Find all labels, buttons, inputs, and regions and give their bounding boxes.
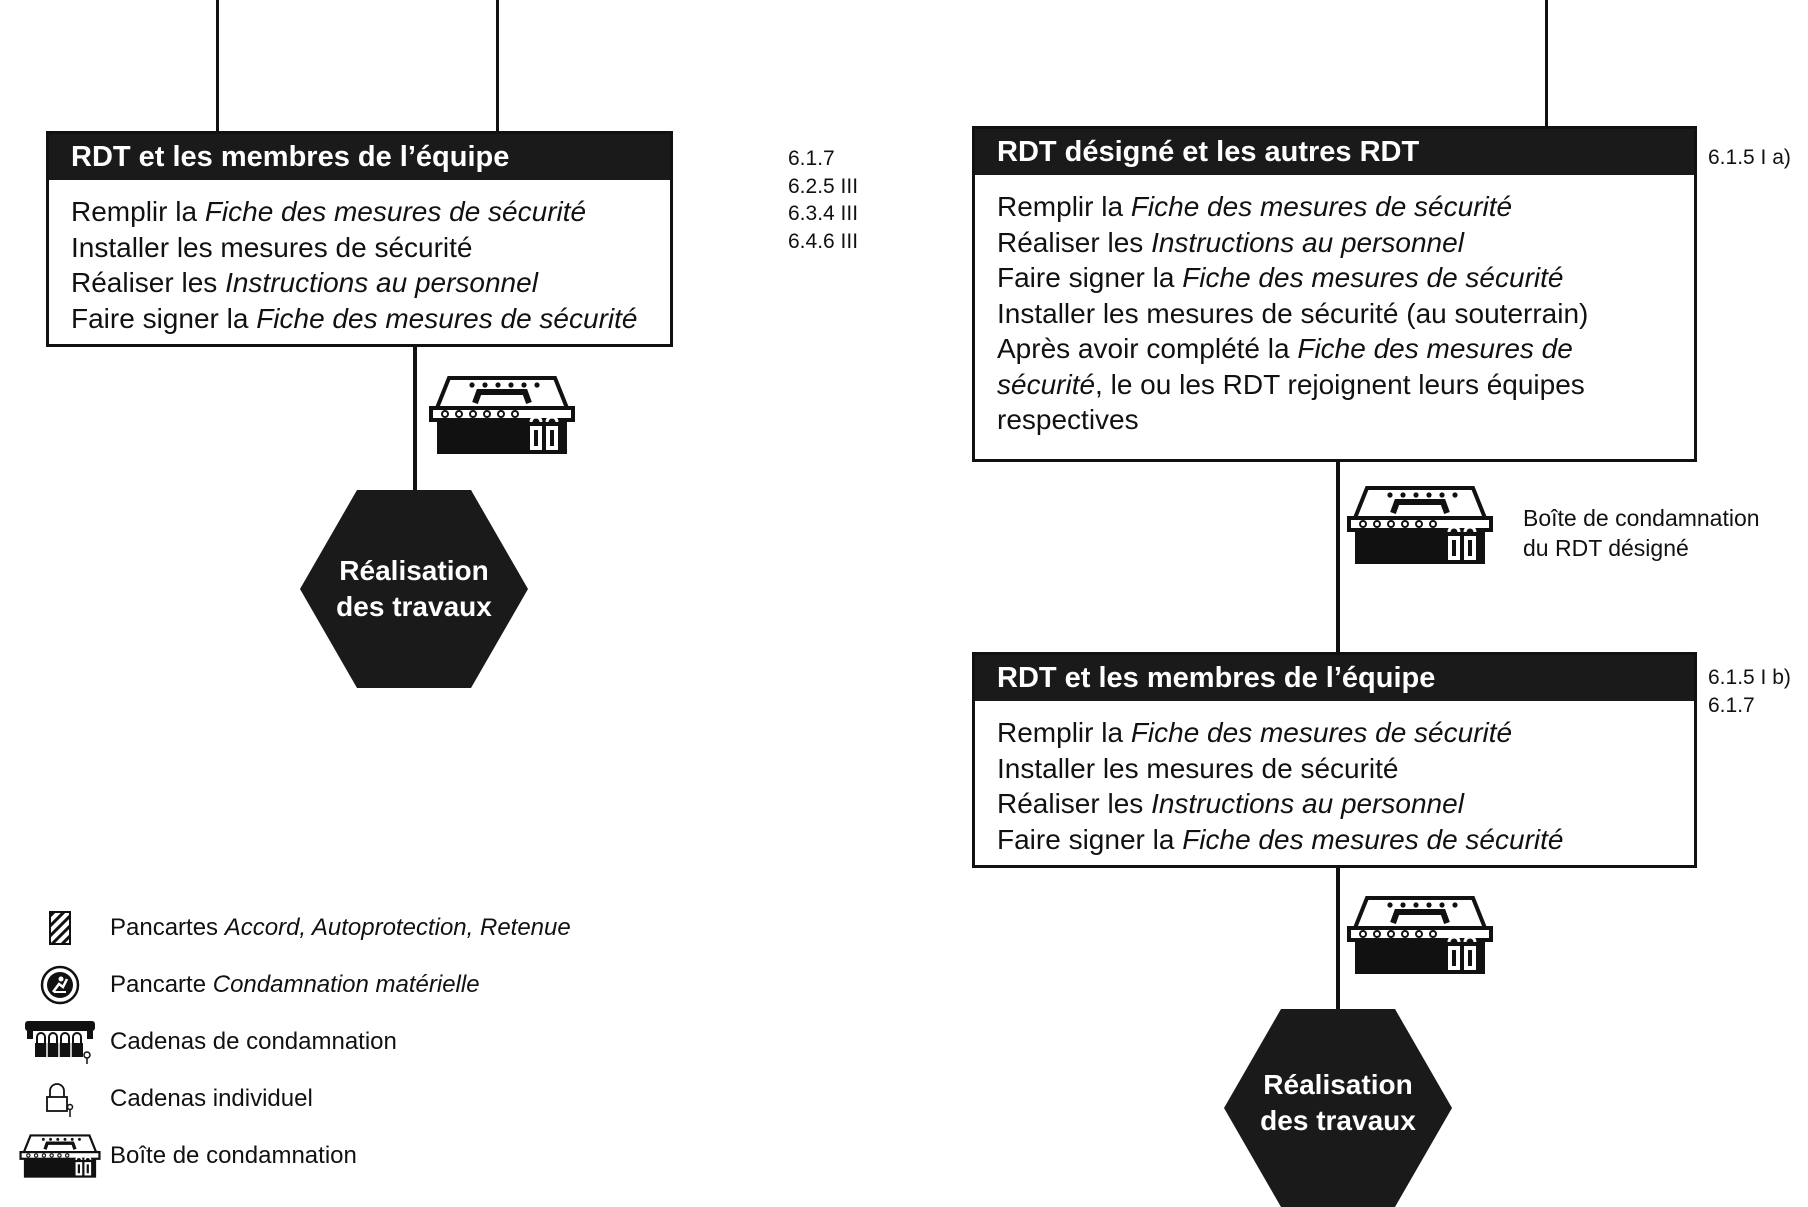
legend-label: Cadenas individuel xyxy=(110,1085,313,1112)
reference-number: 6.4.6 III xyxy=(788,229,859,253)
task-line: sécurité, le ou les RDT rejoignent leurs… xyxy=(997,368,1585,400)
left-task-box-body: Remplir la Fiche des mesures de sécurité… xyxy=(49,180,670,346)
team-box: RDT et les membres de l’équipe Remplir l… xyxy=(972,652,1697,868)
legend-item: Cadenas individuel xyxy=(10,1074,610,1124)
lockbox-note: Boîte de condamnation du RDT désigné xyxy=(1523,505,1760,561)
left-box-references: 6.1.7 6.2.5 III 6.3.4 III 6.4.6 III xyxy=(788,145,858,255)
reference-number: 6.1.5 I b) xyxy=(1708,666,1791,689)
left-task-box: RDT et les membres de l’équipe Remplir l… xyxy=(46,131,673,347)
task-line: Réaliser les Instructions au personnel xyxy=(997,788,1464,819)
task-line: Remplir la Fiche des mesures de sécurité xyxy=(71,196,587,227)
task-line: Remplir la Fiche des mesures de sécurité xyxy=(997,191,1513,222)
work-execution-hexagon xyxy=(300,490,528,688)
legend-item: Cadenas de condamnation xyxy=(10,1017,610,1067)
left-task-box-title: RDT et les membres de l’équipe xyxy=(49,134,670,180)
reference-number: 6.2.5 III xyxy=(788,174,859,198)
lockbox-icon xyxy=(1345,480,1495,570)
striped-sign-icon xyxy=(10,903,110,953)
legend-item: Pancartes Accord, Autoprotection, Retenu… xyxy=(10,903,610,953)
designated-rdt-references: 6.1.5 I a) xyxy=(1708,144,1791,172)
task-line: Réaliser les Instructions au personnel xyxy=(997,226,1464,258)
task-line: Réaliser les Instructions au personnel xyxy=(71,267,538,298)
connector-line xyxy=(496,0,499,133)
legend-item: Pancarte Condamnation matérielle xyxy=(10,960,610,1010)
task-line: Faire signer la Fiche des mesures de séc… xyxy=(997,823,1564,855)
designated-rdt-box-title: RDT désigné et les autres RDT xyxy=(975,129,1694,175)
connector-line xyxy=(1545,0,1548,128)
reference-number: 6.1.7 xyxy=(788,147,835,170)
connector-line xyxy=(413,347,417,497)
task-line: Installer les mesures de sécurité xyxy=(997,752,1399,784)
task-line: Faire signer la Fiche des mesures de séc… xyxy=(997,262,1564,293)
connector-line xyxy=(216,0,219,133)
connector-line xyxy=(1336,462,1340,656)
individual-padlock-icon xyxy=(10,1074,110,1124)
legend-item: Boîte de condamnation xyxy=(10,1131,610,1181)
connector-line xyxy=(1336,868,1340,1018)
reference-number: 6.1.5 I a) xyxy=(1708,146,1791,169)
reference-number: 6.1.7 xyxy=(1708,693,1755,717)
team-box-body: Remplir la Fiche des mesures de sécurité… xyxy=(975,701,1694,867)
team-box-title: RDT et les membres de l’équipe xyxy=(975,655,1694,701)
lockbox-icon xyxy=(427,370,577,460)
designated-rdt-box-body: Remplir la Fiche des mesures de sécurité… xyxy=(975,175,1694,448)
work-execution-hexagon xyxy=(1224,1009,1452,1207)
task-line: Après avoir complété la Fiche des mesure… xyxy=(997,333,1573,364)
designated-rdt-box: RDT désigné et les autres RDT Remplir la… xyxy=(972,126,1697,462)
reference-number: 6.3.4 III xyxy=(788,202,859,225)
task-line: Remplir la Fiche des mesures de sécurité xyxy=(997,717,1513,748)
task-line: Installer les mesures de sécurité (au so… xyxy=(997,297,1589,329)
lockbox-icon xyxy=(1345,890,1495,980)
legend-label: Pancarte Condamnation matérielle xyxy=(110,971,480,998)
team-box-references: 6.1.5 I b) 6.1.7 xyxy=(1708,664,1791,719)
legend-label: Boîte de condamnation xyxy=(110,1142,357,1169)
material-lock-sign-icon xyxy=(10,960,110,1010)
legend-label: Cadenas de condamnation xyxy=(110,1028,397,1055)
task-line: respectives xyxy=(997,404,1139,435)
task-line: Faire signer la Fiche des mesures de séc… xyxy=(71,302,638,334)
group-padlock-icon xyxy=(10,1017,110,1067)
legend-label: Pancartes Accord, Autoprotection, Retenu… xyxy=(110,914,571,941)
task-line: Installer les mesures de sécurité xyxy=(71,231,473,263)
lockbox-icon xyxy=(10,1131,110,1181)
